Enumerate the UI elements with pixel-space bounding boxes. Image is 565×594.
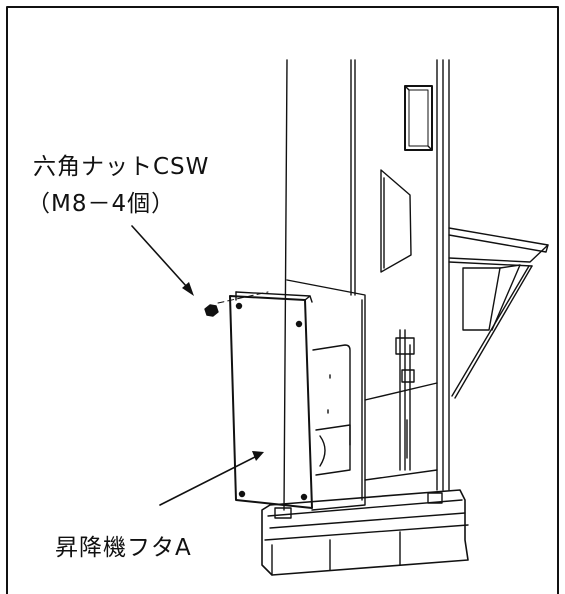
chute	[380, 169, 412, 273]
inspection-window	[404, 85, 433, 151]
hex-nut-label: 六角ナットCSW	[33, 154, 210, 180]
cover-panel-a	[229, 291, 313, 509]
hex-nut-qty-label: （M8－4個）	[27, 191, 176, 217]
side-hopper	[448, 227, 549, 399]
cover-label: 昇降機フタA	[55, 535, 192, 561]
opening-frame	[286, 279, 438, 511]
elevator-column	[283, 59, 450, 511]
hex-nut-icon	[204, 304, 219, 317]
arrow-to-nut	[131, 225, 194, 296]
arrow-to-cover	[159, 451, 264, 506]
diagram-border	[6, 6, 559, 594]
machine-base	[261, 489, 469, 576]
lift-rod	[395, 329, 415, 471]
